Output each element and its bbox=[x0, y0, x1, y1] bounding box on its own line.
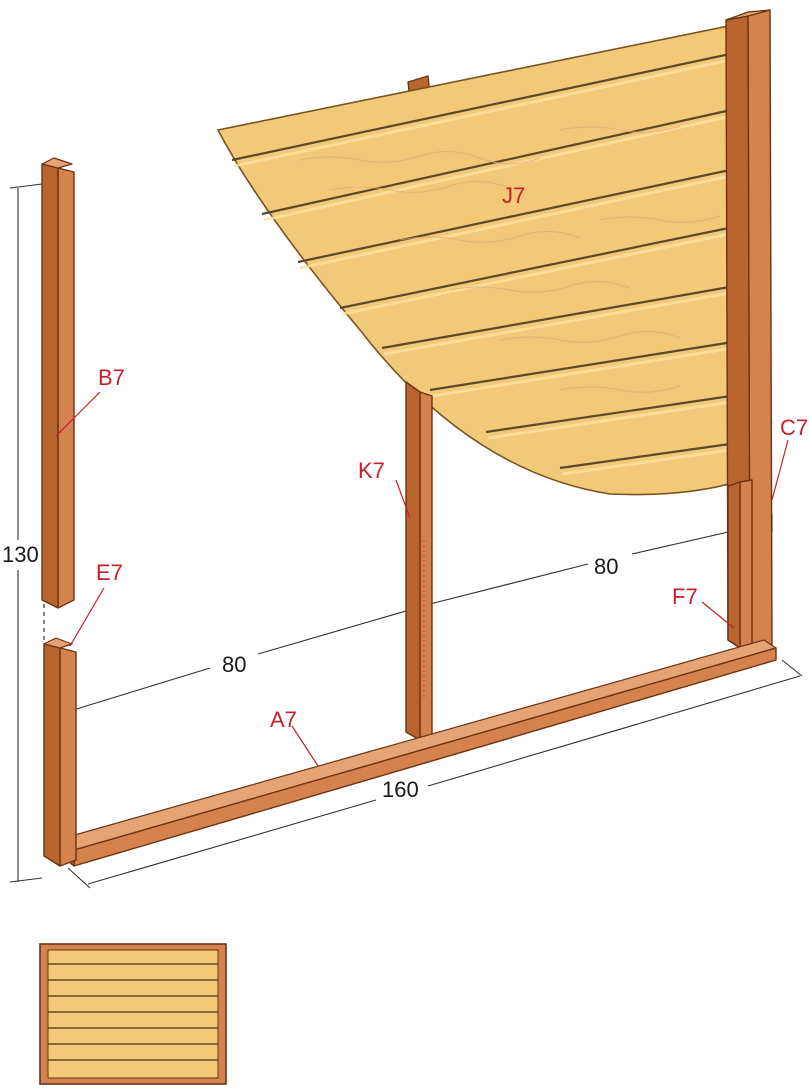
leader-lines bbox=[55, 391, 789, 767]
post-f7 bbox=[727, 479, 753, 649]
label-e7: E7 bbox=[96, 560, 123, 585]
rail-a7 bbox=[61, 639, 777, 867]
dimension-width: 160 bbox=[382, 777, 419, 802]
label-b7: B7 bbox=[98, 365, 125, 390]
dimension-lines bbox=[9, 183, 803, 889]
dimension-depth-right: 80 bbox=[594, 554, 618, 579]
label-j7: J7 bbox=[502, 183, 525, 208]
post-b7 bbox=[41, 157, 75, 609]
label-a7: A7 bbox=[270, 707, 297, 732]
label-k7: K7 bbox=[358, 458, 385, 483]
post-k7 bbox=[405, 381, 433, 741]
dimension-depth-left: 80 bbox=[222, 652, 246, 677]
label-c7: C7 bbox=[780, 415, 808, 440]
label-f7: F7 bbox=[672, 584, 698, 609]
panel-j7 bbox=[216, 19, 761, 496]
post-e7 bbox=[43, 637, 77, 867]
front-view-thumbnail bbox=[39, 943, 227, 1085]
dimension-height: 130 bbox=[2, 542, 39, 567]
